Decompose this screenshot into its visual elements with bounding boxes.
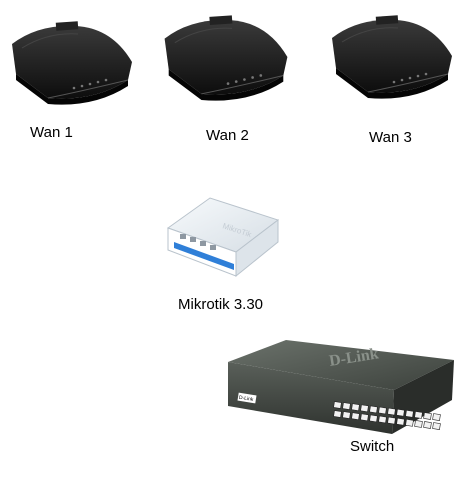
modem-icon [12, 21, 132, 105]
switch-port [369, 405, 378, 414]
wan3-label: Wan 3 [369, 129, 412, 146]
switch-port [432, 413, 441, 421]
switch-port [360, 413, 369, 422]
switch-port [414, 420, 423, 428]
switch-port [333, 410, 342, 418]
switch-port [432, 422, 441, 430]
switch-port [396, 408, 405, 417]
switch-ports [333, 401, 441, 430]
switch-port [405, 409, 414, 418]
switch-port [342, 411, 351, 419]
switch-port [360, 404, 369, 413]
switch-port [351, 403, 360, 412]
mikrotik-router: MikroTik [164, 190, 282, 280]
switch-port [387, 416, 396, 425]
dlink-switch: D-Link D-Link [226, 336, 458, 436]
wan1-label: Wan 1 [30, 124, 73, 141]
switch-port [423, 421, 432, 429]
mikrotik-label: Mikrotik 3.30 [178, 296, 264, 313]
modem-icon [164, 15, 288, 101]
switch-port [423, 412, 432, 420]
modem-icon [332, 15, 452, 99]
switch-port [414, 411, 423, 419]
wan3-modem [328, 12, 456, 99]
wan2-modem [160, 12, 292, 101]
switch-port [351, 412, 360, 421]
switch-port [396, 417, 405, 426]
switch-icon: D-Link D-Link [228, 340, 454, 434]
switch-port [342, 402, 351, 410]
wan1-modem [8, 18, 136, 105]
switch-port [387, 407, 396, 416]
wan2-label: Wan 2 [206, 127, 249, 144]
switch-port [378, 406, 387, 415]
switch-port [369, 414, 378, 423]
switch-port [378, 415, 387, 424]
switch-port [405, 418, 414, 427]
switch-badge-text: D-Link [238, 395, 254, 403]
switch-label: Switch [350, 438, 395, 455]
switch-port [333, 401, 342, 409]
router-icon: MikroTik [166, 197, 280, 278]
